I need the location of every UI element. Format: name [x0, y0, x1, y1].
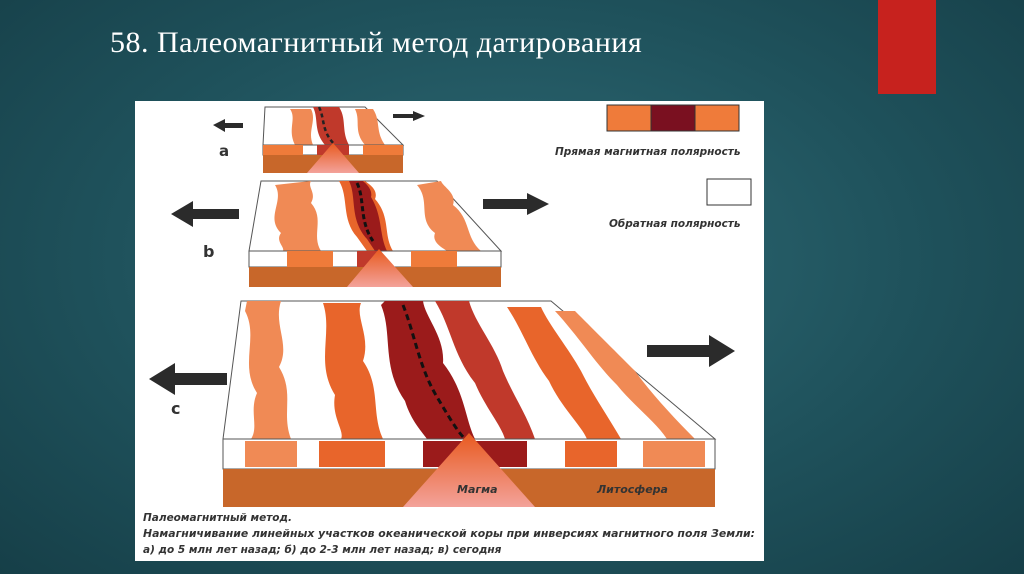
- caption-title: Палеомагнитный метод.: [143, 512, 292, 524]
- stage-a-label: a: [219, 142, 229, 160]
- stage-c-left-arrow: [149, 363, 227, 395]
- caption-line-1: Намагничивание линейных участков океанич…: [143, 528, 755, 540]
- stage-b-block: [248, 180, 503, 287]
- lithosphere-label: Литосфера: [596, 483, 668, 496]
- stage-c-block: [222, 300, 717, 507]
- stage-a-block: [262, 106, 405, 173]
- diagram-svg: a b: [143, 104, 755, 556]
- stage-b-left-arrow: [171, 201, 239, 227]
- stage-b-right-arrow: [483, 193, 549, 215]
- slide-title: 58. Палеомагнитный метод датирования: [110, 26, 643, 59]
- stage-a-left-arrow: [213, 119, 243, 132]
- magma-label: Магма: [457, 483, 498, 496]
- legend-normal-swatch: [606, 104, 740, 132]
- legend-normal-label: Прямая магнитная полярность: [555, 146, 741, 158]
- stage-c-label: c: [171, 399, 180, 418]
- legend-reverse-label: Обратная полярность: [609, 218, 741, 230]
- stage-c-right-arrow: [647, 335, 735, 367]
- accent-bar: [878, 0, 936, 94]
- legend-reverse-swatch: [706, 178, 752, 206]
- stage-a-right-arrow: [393, 111, 425, 121]
- stage-b-label: b: [203, 242, 214, 261]
- paleomagnetic-figure: a b: [135, 101, 764, 561]
- caption-line-2: а) до 5 млн лет назад; б) до 2-3 млн лет…: [143, 544, 502, 556]
